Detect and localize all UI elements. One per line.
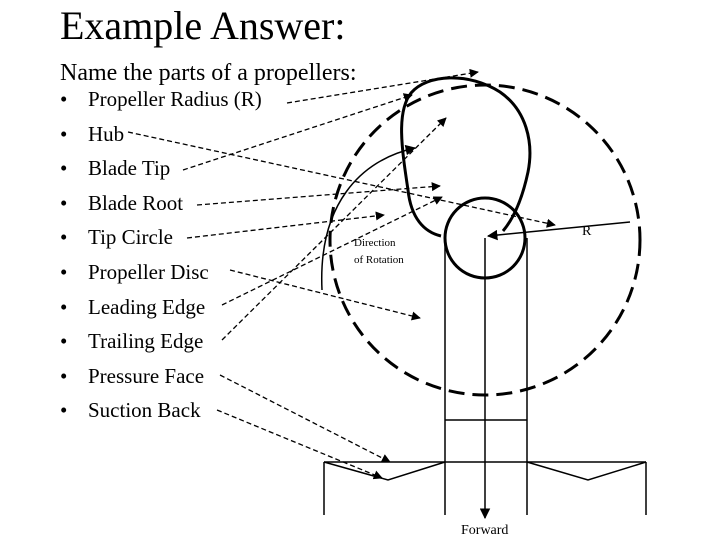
part-label: Pressure Face [88,363,205,388]
slide-title: Example Answer: [60,3,346,48]
radius-label: R [582,224,592,239]
rotation-arrow [321,144,417,291]
list-item: • Trailing Edge [60,324,262,359]
bullet-icon: • [60,225,68,250]
leader-blade-root [196,182,441,206]
bullet-icon: • [60,156,68,181]
radius-arrow [486,221,631,241]
bullet-icon: • [60,190,68,215]
parts-list: • Propeller Radius (R) • Hub • Blade Tip • B… [60,82,262,428]
leader-trailing-edge [221,117,447,341]
list-item: • Suction Back [60,393,262,428]
leader-propeller-radius [286,68,479,104]
list-item: • Propeller Disc [60,255,262,290]
slide-subtitle: Name the parts of a propellers: [60,60,357,86]
bullet-icon: • [60,398,68,423]
housing-wedge-right [526,461,647,481]
part-label: Propeller Radius (R) [88,87,262,111]
list-item: • Blade Tip [60,151,262,186]
list-item: • Propeller Radius (R) [60,82,262,117]
part-label: Hub [88,121,125,146]
leader-suction-back [216,409,383,480]
leader-hub [127,131,556,228]
part-label: Blade Root [88,190,184,215]
direction-label-line2: of Rotation [354,254,404,266]
leader-pressure-face [219,374,391,463]
bullet-icon: • [60,363,68,388]
part-label: Trailing Edge [88,329,204,354]
part-label: Propeller Disc [88,259,209,284]
leader-propeller-disc [229,269,421,321]
forward-label: Forward [461,523,508,538]
leader-blade-tip [182,93,413,171]
part-label: Blade Tip [88,156,171,181]
blade-outline [400,76,532,238]
direction-label-line1: Direction [354,237,396,249]
part-label: Tip Circle [88,225,173,250]
list-item: • Tip Circle [60,220,262,255]
list-item: • Hub [60,117,262,152]
part-label: Suction Back [88,398,201,423]
list-item: • Leading Edge [60,290,262,325]
list-item: • Blade Root [60,186,262,221]
list-item: • Pressure Face [60,359,262,394]
housing-wedge [323,461,446,481]
bullet-icon: • [60,259,68,284]
bullet-icon: • [60,121,68,146]
bullet-icon: • [60,294,68,319]
leader-tip-circle [186,211,385,239]
bullet-icon: • [60,87,68,111]
part-label: Leading Edge [88,294,206,319]
leader-leading-edge [221,196,443,306]
bullet-icon: • [60,329,68,354]
